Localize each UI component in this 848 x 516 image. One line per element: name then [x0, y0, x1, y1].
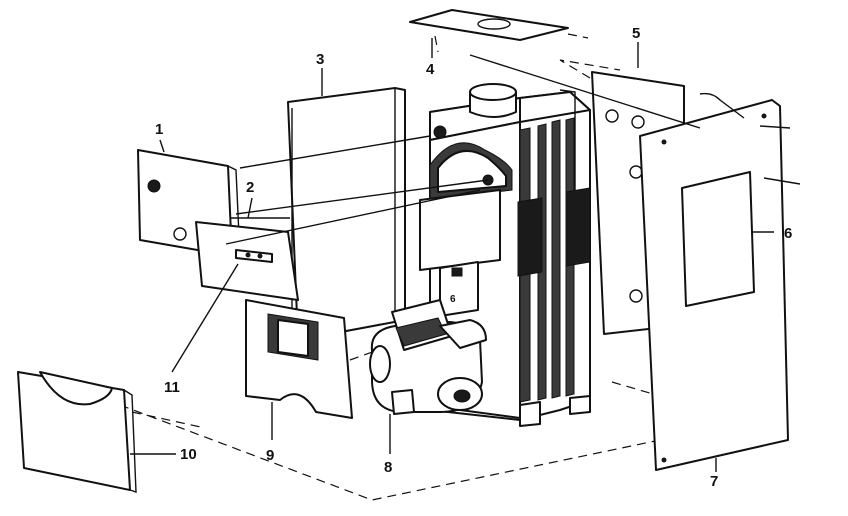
- label-part-8: 8: [384, 459, 392, 476]
- label-part-6: 6: [784, 225, 792, 242]
- label-part-7: 7: [710, 473, 718, 490]
- label-part-2: 2: [246, 179, 254, 196]
- lower-front-panel: [245, 299, 353, 419]
- callout-arrows: [130, 38, 774, 472]
- kick-panel: [17, 371, 137, 493]
- label-part-10: 10: [180, 446, 197, 463]
- label-part-5: 5: [632, 25, 640, 42]
- label-part-4: 4: [426, 61, 435, 78]
- label-part-1: 1: [155, 121, 163, 138]
- assembly-guide-lines: [131, 54, 801, 429]
- left-rear-panel: [287, 87, 406, 341]
- label-part-3: 3: [316, 51, 324, 68]
- right-side-panel: [639, 92, 789, 471]
- mounting-bracket: [195, 221, 299, 301]
- label-part-11: 11: [164, 379, 180, 396]
- svg-text:6: 6: [450, 294, 456, 305]
- label-part-9: 9: [266, 447, 274, 464]
- oil-burner: [369, 299, 487, 415]
- top-flue-plate: [409, 9, 589, 53]
